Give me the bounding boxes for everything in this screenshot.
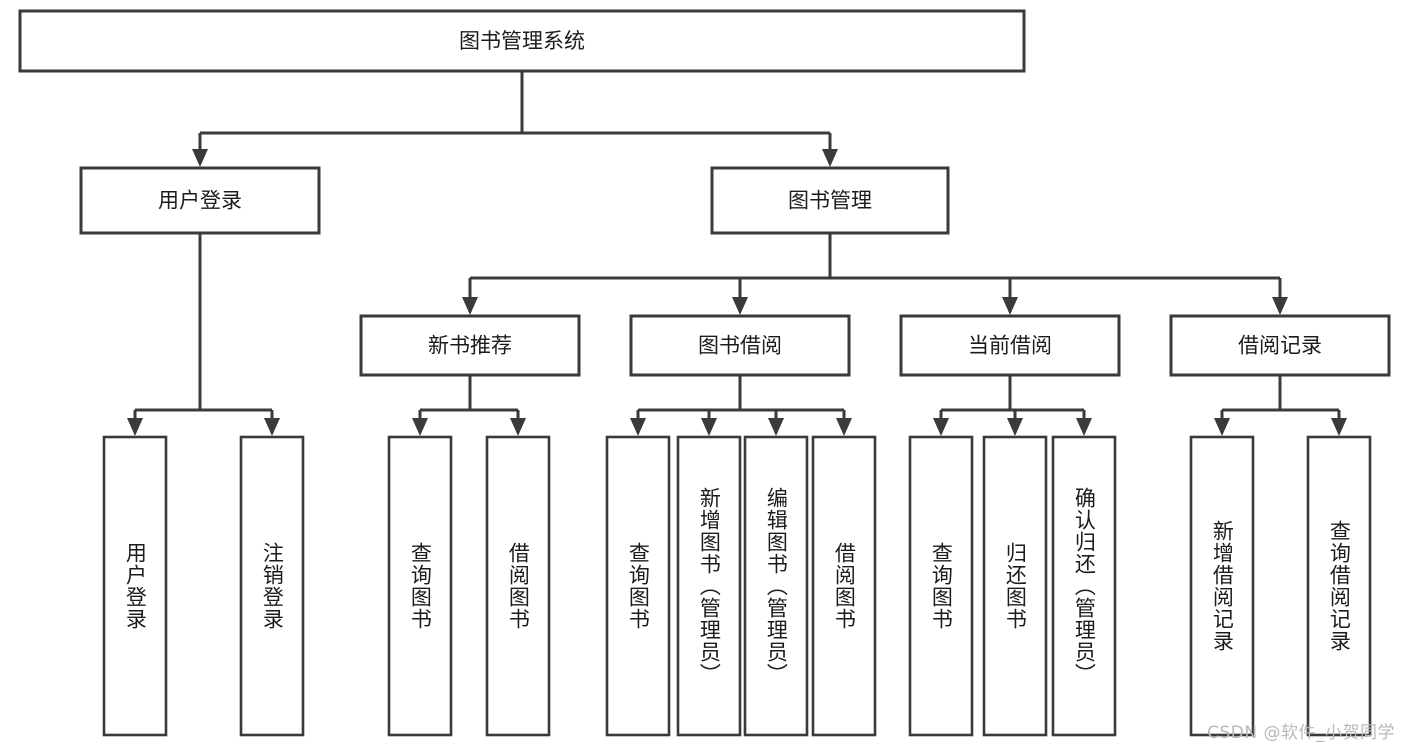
connector-lines <box>127 71 1347 436</box>
node-level2-0[interactable] <box>79 166 321 235</box>
leaf-box-7[interactable] <box>811 435 877 737</box>
watermark-text: CSDN @软件_小贺同学 <box>1207 723 1395 743</box>
arrow-leaf-branch <box>701 418 717 436</box>
arrow-mgr-branch <box>462 297 478 315</box>
arrow-leaf-branch <box>412 418 428 436</box>
arrow-leaf-branch <box>1007 418 1023 436</box>
arrow-leaf-branch <box>1214 418 1230 436</box>
arrow-root-branch <box>822 149 838 167</box>
arrow-mgr-branch <box>1002 297 1018 315</box>
leaf-box-3[interactable] <box>485 435 551 737</box>
leaf-box-9[interactable] <box>982 435 1048 737</box>
leaf-box-6[interactable] <box>743 435 809 737</box>
node-level3-2[interactable] <box>899 314 1121 377</box>
leaf-box-5[interactable] <box>676 435 742 737</box>
node-level3-3[interactable] <box>1169 314 1391 377</box>
node-level3-label-3: 借阅记录 <box>1238 334 1322 358</box>
node-level2-label-0: 用户登录 <box>158 189 242 213</box>
leaf-box-10[interactable] <box>1051 435 1117 737</box>
arrow-leaf-branch <box>127 418 143 436</box>
leaf-box-0[interactable] <box>102 435 168 737</box>
node-root-label: 图书管理系统 <box>459 29 585 53</box>
node-level3-label-2: 当前借阅 <box>968 334 1052 358</box>
leaf-box-1[interactable] <box>239 435 305 737</box>
arrow-root-branch <box>192 149 208 167</box>
node-level3-label-1: 图书借阅 <box>698 334 782 358</box>
node-level3-label-0: 新书推荐 <box>428 334 512 358</box>
node-level3-1[interactable] <box>629 314 851 377</box>
arrow-leaf-branch <box>1076 418 1092 436</box>
arrow-leaf-branch <box>933 418 949 436</box>
node-level2-label-1: 图书管理 <box>788 189 872 213</box>
node-root[interactable] <box>18 9 1026 73</box>
node-level3-0[interactable] <box>359 314 581 377</box>
arrow-leaf-branch <box>630 418 646 436</box>
node-level2-1[interactable] <box>710 166 950 235</box>
leaf-box-11[interactable] <box>1189 435 1255 737</box>
arrow-leaf-branch <box>768 418 784 436</box>
node-boxes <box>18 9 1391 737</box>
leaf-box-4[interactable] <box>605 435 671 737</box>
leaf-box-8[interactable] <box>908 435 974 737</box>
arrow-leaf-branch <box>836 418 852 436</box>
leaf-box-2[interactable] <box>387 435 453 737</box>
arrow-mgr-branch <box>732 297 748 315</box>
arrow-leaf-branch <box>264 418 280 436</box>
arrow-mgr-branch <box>1272 297 1288 315</box>
arrow-leaf-branch <box>1331 418 1347 436</box>
leaf-box-12[interactable] <box>1306 435 1372 737</box>
arrow-leaf-branch <box>510 418 526 436</box>
